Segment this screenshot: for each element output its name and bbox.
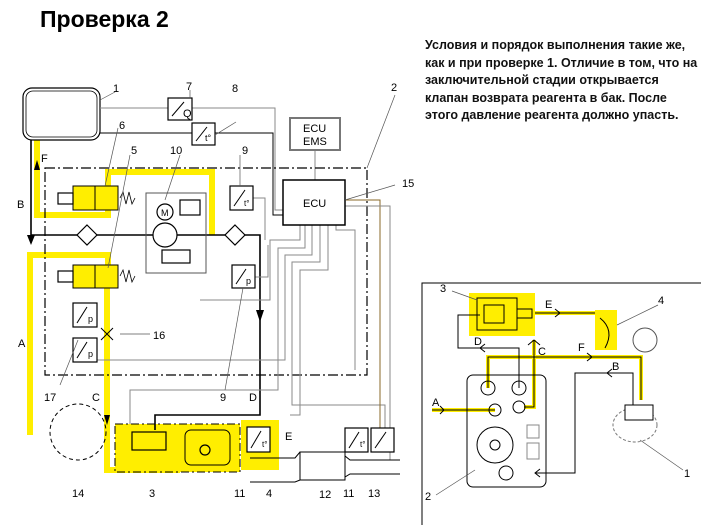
label-11: 11 — [343, 488, 354, 500]
ecu-label: ECU — [303, 198, 326, 210]
label-d: D — [474, 336, 482, 348]
label-b: B — [17, 199, 24, 211]
filter-icon — [76, 224, 98, 246]
sensor-t-label: t° — [360, 440, 365, 449]
label-c: C — [92, 392, 100, 404]
sensor-p-label: p — [88, 314, 93, 324]
label-11: 11 — [234, 488, 245, 500]
label-a: A — [432, 397, 440, 409]
label-8: 8 — [232, 83, 238, 95]
label-12: 12 — [319, 489, 331, 501]
motor-label: M — [161, 208, 169, 218]
sensor-17-pressure — [72, 302, 98, 328]
label-e: E — [545, 299, 552, 311]
sensor-q-label: Q — [183, 108, 192, 120]
label-4: 4 — [658, 295, 664, 307]
pump-unit-2 — [466, 374, 547, 488]
label-15: 15 — [402, 178, 414, 190]
label-1: 1 — [684, 468, 690, 480]
sensor-17-pressure — [72, 337, 98, 363]
description-text: Условия и порядок выполнения такие же, к… — [425, 38, 698, 122]
label-5: 5 — [131, 145, 137, 157]
sensor-t-label: t° — [205, 133, 212, 143]
sensor-t-label: t° — [244, 199, 249, 208]
label-f: F — [41, 153, 48, 165]
sensor-13-nox — [370, 427, 395, 453]
label-3: 3 — [149, 488, 155, 500]
injector-4-highlight — [595, 310, 617, 350]
sensor-p-label: p — [88, 349, 93, 359]
highlight-line-a — [27, 252, 111, 435]
label-2: 2 — [425, 491, 431, 503]
left-diagram: Q t° ECU EMS ECU M t° — [17, 81, 414, 501]
label-7: 7 — [186, 81, 192, 93]
label-a: A — [18, 338, 26, 350]
pump-unit — [145, 192, 207, 274]
label-f: F — [578, 342, 585, 354]
label-14: 14 — [72, 488, 84, 500]
sensor-p-label: p — [246, 276, 251, 286]
catalyst-12 — [299, 451, 346, 481]
label-10: 10 — [170, 145, 182, 157]
spray-icon — [632, 327, 658, 353]
label-3: 3 — [440, 283, 446, 295]
sensor-9-pressure — [231, 264, 256, 289]
restrictor-16 — [100, 327, 114, 341]
ecu-ems-label-2: EMS — [303, 136, 327, 148]
sensor-t-label: t° — [262, 440, 267, 449]
page-title: Проверка 2 — [40, 6, 169, 32]
ecu-wiring — [80, 197, 391, 460]
ecu-ems-box — [289, 117, 341, 151]
label-13: 13 — [368, 488, 380, 500]
sensor-9-temperature — [229, 185, 254, 211]
label-e: E — [285, 431, 292, 443]
label-9: 9 — [242, 145, 248, 157]
highlight-return-line — [34, 140, 215, 235]
ecu-ems-label: ECU — [303, 123, 326, 135]
sensor-8-temperature — [191, 122, 216, 146]
label-b: B — [612, 361, 619, 373]
tank-14 — [49, 403, 107, 461]
pump-icon — [152, 222, 178, 248]
ecu-box — [282, 179, 346, 226]
injector-4 — [599, 317, 610, 349]
label-d: D — [249, 392, 257, 404]
motor-icon — [156, 203, 174, 221]
filter-icon — [224, 224, 246, 246]
reagent-tank — [22, 87, 101, 141]
label-6: 6 — [119, 120, 125, 132]
label-9: 9 — [220, 392, 226, 404]
label-1: 1 — [113, 83, 119, 95]
pump-module-boundary — [44, 167, 368, 376]
line-d — [154, 320, 261, 430]
right-diagram: 3 4 2 1 A B C D E F — [421, 282, 701, 525]
label-17: 17 — [44, 392, 56, 404]
sensor-7-level — [167, 97, 193, 121]
label-4: 4 — [266, 488, 272, 500]
label-16: 16 — [153, 330, 165, 342]
label-c: C — [538, 346, 546, 358]
label-2: 2 — [391, 82, 397, 94]
